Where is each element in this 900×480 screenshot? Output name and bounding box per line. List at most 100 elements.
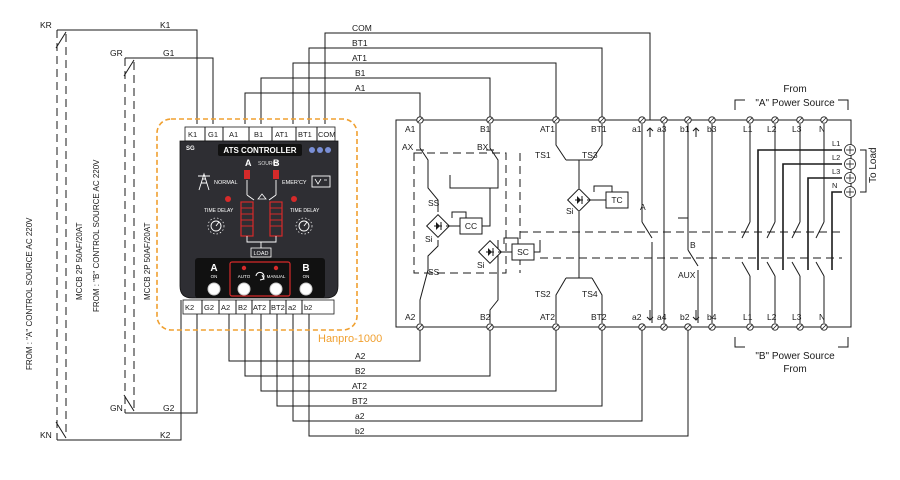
ctrl-term-bt2: BT2 <box>271 303 285 312</box>
title-plate <box>218 144 302 156</box>
normal-label: NORMAL <box>214 180 238 186</box>
ts4-label: TS4 <box>582 289 598 299</box>
bottom-wires: A2 B2 AT2 BT2 a2 b2 <box>228 300 689 437</box>
top-wires: COM BT1 AT1 B1 A1 <box>244 23 651 124</box>
status-dot-3 <box>325 147 331 153</box>
bx-label: BX <box>477 142 489 152</box>
button-panel <box>195 258 325 298</box>
si2-label: Si <box>477 260 485 270</box>
wire-at1: AT1 <box>352 53 367 63</box>
tower-icon <box>198 172 210 191</box>
contact-b-label: B <box>690 240 696 250</box>
l-bot-l2: L2 <box>767 312 777 322</box>
l-top-l2: L2 <box>767 124 777 134</box>
time-delay-left-dial[interactable] <box>207 217 225 235</box>
wire-com: COM <box>352 23 372 33</box>
gn-label: GN <box>110 403 123 413</box>
mode-frame <box>229 261 291 297</box>
panel-term-b2: B2 <box>480 312 491 322</box>
status-dot-2 <box>317 147 323 153</box>
source-a-label: FROM : "A" CONTROL SOURCE AC 220V <box>25 217 34 370</box>
ctrl-term-at1: AT1 <box>275 130 288 139</box>
ss1-label: SS <box>428 198 440 208</box>
rectifier-2 <box>477 239 503 265</box>
si1-label: Si <box>425 234 433 244</box>
panel-term-b1-small: b1 <box>680 124 690 134</box>
k2-label: K2 <box>160 430 171 440</box>
time-delay-right-label: TIME DELAY <box>290 208 320 214</box>
ax-bx-contacts: AX BX <box>402 124 521 274</box>
load-label: LOAD <box>254 251 269 257</box>
ss-circuits: SS SS Si CC Si <box>419 166 541 323</box>
to-load-label: To Load <box>868 147 879 183</box>
ctrl-term-a1: A1 <box>229 130 238 139</box>
panel-term-a2-small: a2 <box>632 312 642 322</box>
top-terminal-labels: K1 G1 A1 B1 AT1 BT1 COM <box>188 127 336 141</box>
l-top-l3: L3 <box>792 124 802 134</box>
rectifier-1 <box>425 213 451 239</box>
ctrl-term-b1: B1 <box>254 130 263 139</box>
manual-label: MANUAL <box>267 274 286 279</box>
from-a-line2: "A" Power Source <box>755 98 835 109</box>
panel-term-bt2: BT2 <box>591 312 607 322</box>
normal-indicator <box>225 196 231 202</box>
btn-b-sub: ON <box>303 274 310 279</box>
gr-label: GR <box>110 48 123 58</box>
source-b-lamp <box>273 170 279 179</box>
ats-controller: K1 G1 A1 B1 AT1 BT1 COM SG ATS CONTROLLE… <box>156 118 382 345</box>
kn-label: KN <box>40 430 52 440</box>
manual-button[interactable] <box>269 282 283 296</box>
load-term-l2: L2 <box>832 153 840 162</box>
mccb-b-label: MCCB 2P 50AF/20AT <box>143 222 152 300</box>
kr-label: KR <box>40 20 52 30</box>
panel-term-a4: a4 <box>657 312 667 322</box>
cc-label: CC <box>465 221 477 231</box>
auto-button[interactable] <box>237 282 251 296</box>
right-labels: From "A" Power Source From "B" Power Sou… <box>734 84 879 375</box>
wire-b2: B2 <box>355 366 366 376</box>
source-text: SOURCE <box>258 161 280 167</box>
ctrl-term-a2: A2 <box>221 303 230 312</box>
ss2-label: SS <box>428 267 440 277</box>
panel-term-at1: AT1 <box>540 124 555 134</box>
panel-term-a1: A1 <box>405 124 416 134</box>
panel-term-a3: a3 <box>657 124 667 134</box>
from-b-line1: From <box>783 364 806 375</box>
g1-label: G1 <box>163 48 175 58</box>
panel-term-a1-small: a1 <box>632 124 642 134</box>
ts1-label: TS1 <box>535 150 551 160</box>
brand-logo: SG <box>186 146 195 152</box>
mccb-a-label: MCCB 2P 50AF/20AT <box>75 222 84 300</box>
rectifier-3 <box>566 187 592 213</box>
l-bot-n: N <box>819 312 825 322</box>
left-control-sources: KR GR GN KN K1 G1 G2 K2 FROM : "A" CONTR… <box>25 20 214 441</box>
status-dot-1 <box>309 147 315 153</box>
b-on-button[interactable] <box>299 282 313 296</box>
ax-label: AX <box>402 142 414 152</box>
wire-a1: A1 <box>355 83 366 93</box>
ctrl-term-k1: K1 <box>188 130 197 139</box>
a-on-button[interactable] <box>207 282 221 296</box>
load-term-l1: L1 <box>832 139 840 148</box>
auto-indicator <box>241 265 247 271</box>
ctrl-term-b2-small: b2 <box>304 303 312 312</box>
source-a-lamp <box>244 170 250 179</box>
tc-label: TC <box>611 195 622 205</box>
source-b-label: FROM : "B" CONTROL SOURCE AC 220V <box>92 159 101 312</box>
power-contacts: L1 L2 L3 N L1 L2 L3 N <box>741 124 842 323</box>
panel-term-b1: B1 <box>480 124 491 134</box>
wire-a2-lower: a2 <box>355 411 365 421</box>
btn-a-letter: A <box>210 263 217 274</box>
emergency-label: EMER'CY <box>282 180 307 186</box>
l-bot-l3: L3 <box>792 312 802 322</box>
time-delay-right-dial[interactable] <box>295 217 313 235</box>
bottom-terminal-strip <box>182 299 335 315</box>
ctrl-term-b2: B2 <box>238 303 247 312</box>
load-term-n: N <box>832 181 837 190</box>
source-a-letter: A <box>245 158 252 168</box>
wire-bt1: BT1 <box>352 38 368 48</box>
ctrl-term-g1: G1 <box>208 130 218 139</box>
panel-term-b2-small: b2 <box>680 312 690 322</box>
transfer-switch-panel: A1 B1 AT1 BT1 a1 a3 b1 b3 A2 B2 AT2 BT2 … <box>395 116 852 331</box>
